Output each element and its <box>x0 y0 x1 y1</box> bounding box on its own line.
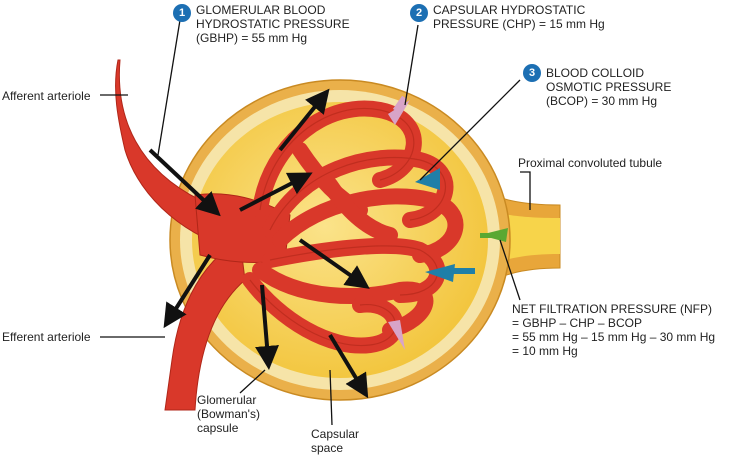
gbhp-arrows <box>148 88 370 399</box>
capsular-space-label: Capsular space <box>311 427 360 455</box>
badge-1: 1 <box>173 4 191 22</box>
proximal-tubule-label: Proximal convoluted tubule <box>518 156 663 170</box>
nfp-label: NET FILTRATION PRESSURE (NFP) = GBHP – C… <box>512 302 716 358</box>
badge-2: 2 <box>410 4 428 22</box>
gbhp-label: GLOMERULAR BLOOD HYDROSTATIC PRESSURE (G… <box>196 3 350 45</box>
bcop-arrows <box>415 168 475 282</box>
bcop-label: BLOOD COLLOID OSMOTIC PRESSURE (BCOP) = … <box>546 66 672 108</box>
afferent-arteriole-label: Afferent arteriole <box>2 89 91 103</box>
efferent-arteriole <box>164 239 246 411</box>
efferent-arteriole-label: Efferent arteriole <box>2 330 91 344</box>
chp-arrows <box>388 95 410 350</box>
chp-label: CAPSULAR HYDROSTATIC PRESSURE (CHP) = 15… <box>433 3 605 31</box>
badge-3: 3 <box>523 64 541 82</box>
bowmans-capsule-label: Glomerular (Bowman's) capsule <box>197 393 260 435</box>
leader-lines <box>100 19 531 426</box>
